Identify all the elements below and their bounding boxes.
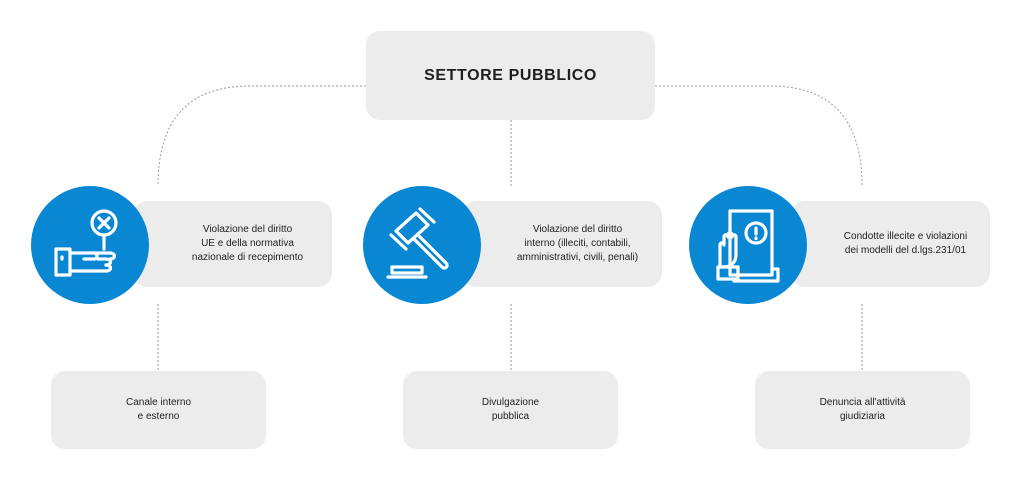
channel-text: Divulgazione pubblica: [481, 397, 540, 422]
channel-text: Canale interno e esterno: [125, 397, 192, 422]
violation-box-231-models: Condotte illecite e violazioni dei model…: [791, 201, 990, 287]
icon-circle-231-models: [689, 186, 807, 304]
channel-text: Denuncia all'attività giudiziaria: [819, 397, 906, 422]
violation-box-eu-law: Violazione del diritto UE e della normat…: [133, 201, 332, 287]
channel-box-judicial-report: Denuncia all'attività giudiziaria: [755, 371, 970, 449]
diagram-title: SETTORE PUBBLICO: [424, 66, 597, 84]
violation-text: Condotte illecite e violazioni dei model…: [843, 231, 968, 256]
hand-on-book-warning-icon: [716, 209, 780, 283]
title-box: SETTORE PUBBLICO: [366, 31, 655, 120]
channel-box-internal-external: Canale interno e esterno: [51, 371, 266, 449]
violation-text: Violazione del diritto UE e della normat…: [191, 224, 304, 263]
icon-circle-eu-law: [31, 186, 149, 304]
channel-box-public-disclosure: Divulgazione pubblica: [403, 371, 618, 449]
connector-title-right: [655, 85, 863, 187]
hand-holding-x-sign-icon: [54, 209, 118, 277]
judge-gavel-icon: [386, 207, 449, 279]
connector-title-left: [157, 85, 366, 187]
violation-text: Violazione del diritto interno (illeciti…: [516, 224, 639, 263]
violation-box-internal-law: Violazione del diritto interno (illeciti…: [463, 201, 662, 287]
icon-circle-internal-law: [363, 186, 481, 304]
